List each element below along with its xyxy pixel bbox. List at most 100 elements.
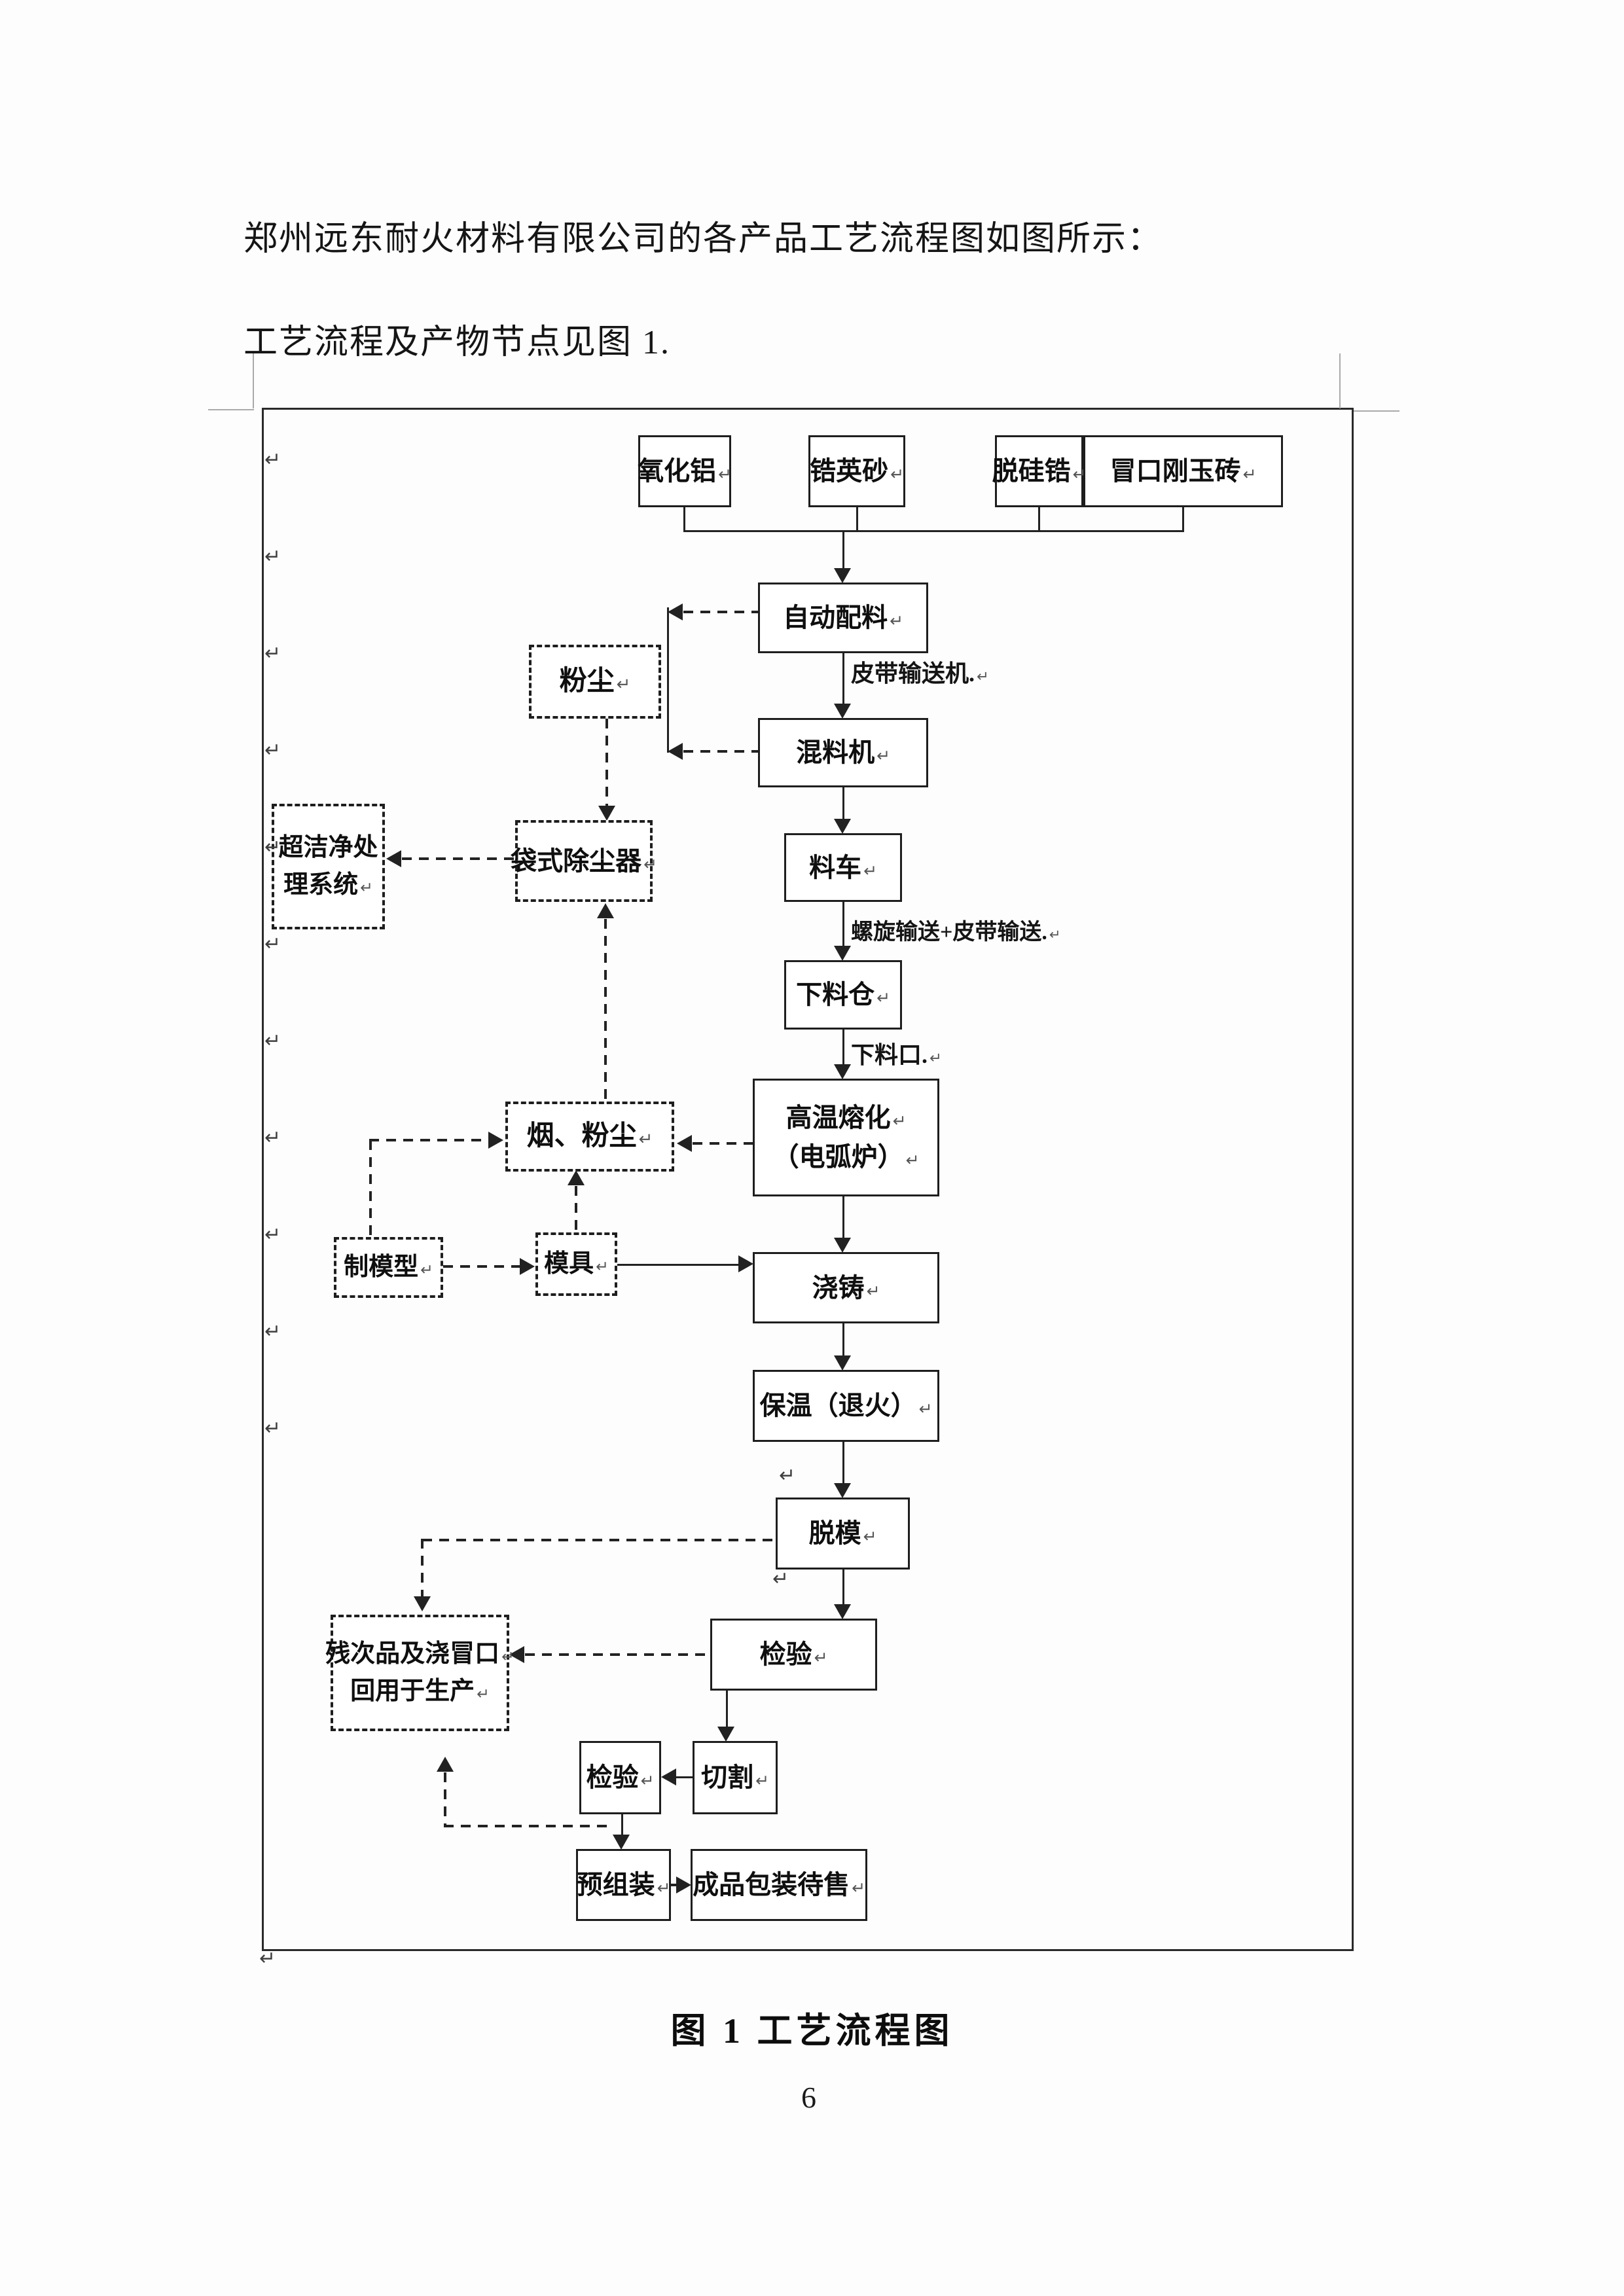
dust-collector-bus-line <box>667 607 669 753</box>
arrowhead-into-inspection1 <box>834 1604 851 1619</box>
flow-node-label: 模具 <box>544 1250 594 1278</box>
arrowhead-into-casting <box>834 1238 851 1253</box>
paragraph-mark-icon: ↵ <box>264 933 281 955</box>
flow-node-dust: 粉尘↵ <box>529 645 661 719</box>
flow-node-material-cart: 料车↵ <box>784 833 902 902</box>
arrowhead-into-ultraclean <box>386 850 401 867</box>
boundary-mark-top-left-v <box>253 353 254 408</box>
flow-node-label: 袋式除尘器 <box>511 846 642 876</box>
flow-node-auto-batching: 自动配料↵ <box>758 583 928 653</box>
paragraph-mark-icon: ↵ <box>905 1152 920 1170</box>
arrowhead-toward-rejects-bottom <box>437 1757 454 1772</box>
edge-label-text: 下料口. <box>851 1042 928 1068</box>
paragraph-mark-icon: ↵ <box>264 1418 281 1439</box>
flow-node-label: 脱模 <box>808 1518 861 1548</box>
arrow-inspection2-to-preassembly <box>621 1814 623 1842</box>
paragraph-mark-icon: ↵ <box>977 668 989 685</box>
arrowhead-into-holding <box>834 1355 851 1371</box>
flow-node-bag-dust-collector: 袋式除尘器↵ <box>511 820 657 902</box>
arrowhead-into-melting <box>834 1064 851 1079</box>
flow-node-mold: 模具↵ <box>535 1232 617 1296</box>
flow-node-label: 理系统 <box>283 871 359 899</box>
dashed-demolding-to-rejects-h <box>422 1539 776 1541</box>
paragraph-mark-icon: ↵ <box>501 1649 514 1666</box>
figure-caption: 图 1 工艺流程图 <box>670 2011 954 2051</box>
paragraph-mark-icon: ↵ <box>264 1127 281 1149</box>
paragraph-mark-icon: ↵ <box>360 880 373 897</box>
edge-label-belt-conveyor-label: 皮带输送机.↵ <box>851 655 989 689</box>
arrowhead-into-rejects-right <box>509 1646 524 1663</box>
paragraph-mark-icon: ↵ <box>863 1528 877 1546</box>
arrowhead-mold-into-casting <box>738 1255 753 1272</box>
arrow-materials-to-batching <box>842 531 844 569</box>
flow-node-pattern-making: 制模型↵ <box>334 1237 443 1298</box>
paragraph-mark-icon: ↵ <box>643 855 657 874</box>
paragraph-mark-icon: ↵ <box>863 862 877 880</box>
arrow-batching-to-mixer <box>842 653 844 704</box>
arrow-casting-to-holding <box>842 1323 844 1356</box>
flow-node-material-desilicated-zircon: 脱硅锆↵ <box>992 435 1086 507</box>
arrowhead-into-bagfilter-bottom <box>597 903 614 918</box>
paragraph-mark-icon: ↵ <box>876 990 890 1007</box>
paragraph-mark-icon: ↵ <box>918 1401 933 1418</box>
arrowhead-into-demolding <box>834 1483 851 1498</box>
dashed-preassembly-to-packaging <box>671 1884 679 1886</box>
arrow-holding-to-demolding <box>842 1442 844 1484</box>
paragraph-mark-icon: ↵ <box>264 1030 281 1052</box>
dashed-dust-to-bagfilter <box>605 719 608 807</box>
arrow-feedbin-to-melting <box>842 1030 844 1066</box>
flow-node-label: 超洁净处 <box>278 834 378 861</box>
header-line-1: 郑州远东耐火材料有限公司的各产品工艺流程图如图所示： <box>244 221 1163 258</box>
dashed-mold-to-smokedust <box>575 1186 577 1232</box>
dashed-patternmaking-to-mold <box>443 1265 520 1268</box>
flow-node-label: 检验 <box>586 1763 639 1792</box>
flow-node-demolding: 脱模↵ <box>776 1498 910 1570</box>
paragraph-mark-icon: ↵ <box>1072 466 1087 484</box>
edge-label-screw-belt-conveyor-label: 螺旋输送+皮带输送.↵ <box>851 914 1061 946</box>
arrowhead-into-batching <box>834 568 851 583</box>
figure-frame <box>262 408 1354 1951</box>
paragraph-mark-icon: ↵ <box>929 1050 942 1066</box>
flow-node-material-zircon-sand: 锆英砂↵ <box>808 435 905 507</box>
paragraph-mark-icon: ↵ <box>1049 927 1061 942</box>
arrow-mixer-to-cart <box>842 787 844 820</box>
flow-node-inspection-1: 检验↵ <box>710 1619 877 1691</box>
connector-stub-desilicated-zircon <box>1038 507 1040 532</box>
connector-stub-zircon-sand <box>856 507 858 532</box>
dashed-demolding-to-rejects-v <box>421 1539 424 1596</box>
paragraph-mark-icon: ↵ <box>616 675 631 694</box>
flow-node-label: 下料仓 <box>796 980 875 1009</box>
dashed-patternmaking-up <box>369 1140 372 1237</box>
arrow-cart-to-feedbin <box>842 902 844 946</box>
flow-node-label: 预组装 <box>576 1870 655 1899</box>
edge-label-text: 螺旋输送+皮带输送. <box>851 920 1047 944</box>
flow-node-finished-packaging: 成品包装待售↵ <box>691 1849 867 1921</box>
arrow-mold-to-casting <box>617 1264 740 1266</box>
flow-node-label: 保温（退火） <box>759 1391 917 1420</box>
dashed-melting-to-smokedust <box>693 1142 753 1145</box>
paragraph-mark-icon: ↵ <box>259 1948 276 1969</box>
flow-node-label: 冒口刚玉砖 <box>1110 456 1241 486</box>
dashed-bagfilter-to-ultraclean <box>402 857 515 860</box>
arrow-cutting-to-inspection2 <box>676 1776 694 1778</box>
flow-node-cutting: 切割↵ <box>693 1741 778 1814</box>
arrowhead-melting-smokedust <box>677 1135 692 1152</box>
connector-bus-materials <box>683 530 1184 532</box>
boundary-mark-top-right-v <box>1339 353 1341 408</box>
connector-stub-corundum-brick <box>1182 507 1184 532</box>
flow-node-label: 制模型 <box>344 1253 419 1281</box>
arrow-demolding-to-inspection1 <box>842 1570 844 1605</box>
flow-node-feed-bin: 下料仓↵ <box>784 960 902 1030</box>
paragraph-mark-icon: ↵ <box>420 1262 433 1279</box>
flow-node-casting: 浇铸↵ <box>753 1252 939 1323</box>
paragraph-mark-icon: ↵ <box>852 1880 865 1897</box>
flow-node-label: 粉尘 <box>559 666 615 696</box>
edge-label-feed-opening-label: 下料口.↵ <box>851 1036 942 1070</box>
paragraph-mark-icon: ↵ <box>814 1649 828 1667</box>
arrowhead-into-bagfilter-top <box>598 806 615 821</box>
flow-node-pre-assembly: 预组装↵ <box>576 1849 671 1921</box>
flow-node-label: 残次品及浇冒口 <box>325 1640 500 1668</box>
paragraph-mark-icon: ↵ <box>596 1259 609 1276</box>
boundary-mark-top-right-h <box>1354 410 1399 412</box>
flow-node-label: 料车 <box>809 852 862 882</box>
